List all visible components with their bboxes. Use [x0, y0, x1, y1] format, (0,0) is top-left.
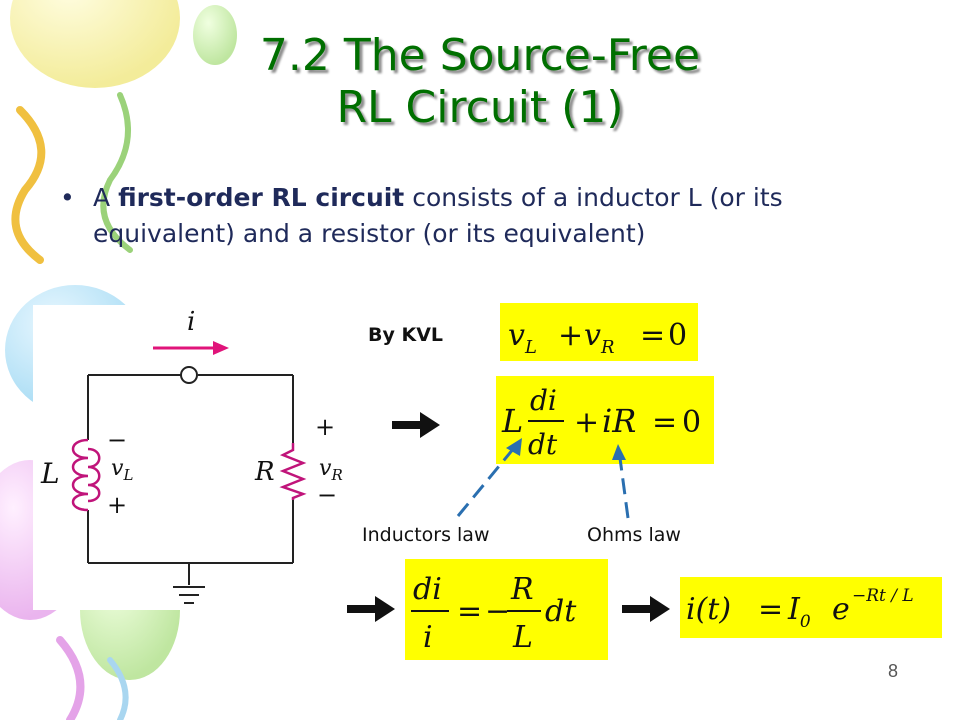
eq2-l: L: [501, 402, 523, 440]
eq4-equals: =: [758, 592, 783, 627]
equation-kvl-expanded: L di dt + iR = 0: [496, 376, 714, 464]
eq1-v2: v: [584, 318, 601, 353]
resistor-label: R: [254, 457, 275, 487]
resistor-minus: −: [317, 481, 337, 509]
law-pointers: [456, 438, 630, 519]
eq3-l: L: [512, 620, 533, 655]
slide-title: 7.2 The Source-Free RL Circuit (1): [130, 30, 830, 134]
right-arrow-icon: [622, 596, 670, 622]
eq3-dt: dt: [545, 594, 577, 629]
terminal-node: [180, 366, 198, 384]
eq1-equals: =: [640, 318, 665, 353]
ohms-law-label: Ohms law: [587, 524, 681, 546]
eq4-sub0: 0: [800, 612, 811, 632]
bullet-point: • A first-order RL circuit consists of a…: [60, 180, 890, 252]
svg-text:I0: I0: [787, 592, 811, 632]
title-line-1: 7.2 The Source-Free: [259, 30, 701, 81]
eq2-zero: 0: [682, 405, 701, 440]
eq4-e: e: [832, 592, 850, 627]
by-kvl-label: By KVL: [368, 324, 444, 346]
svg-text:vR: vR: [319, 456, 343, 484]
eq1-v: v: [508, 318, 525, 353]
eq4-i0: I: [787, 592, 801, 627]
right-arrow-icon: [347, 596, 395, 622]
bullet-bold-term: first-order RL circuit: [118, 183, 405, 212]
resistor-voltage-sub: R: [330, 466, 342, 484]
eq4-exponent: −Rt / L: [852, 586, 914, 606]
eq2-dt: dt: [528, 428, 558, 461]
current-arrow-icon: [153, 341, 229, 355]
ohms-law-pointer: [618, 457, 630, 519]
eq3-r: R: [510, 572, 534, 607]
eq2-plus: +: [574, 405, 599, 440]
ground-icon: [173, 586, 205, 604]
eq2-equals: =: [652, 405, 677, 440]
equation-solution: i(t) = I0 e −Rt / L: [680, 577, 942, 638]
bullet-marker: •: [60, 183, 75, 212]
rl-circuit-diagram: i L − vL + R + vR −: [33, 305, 358, 610]
inductor-voltage-sub: L: [122, 466, 133, 484]
inductor-plus: +: [107, 491, 127, 519]
current-label: i: [187, 307, 195, 337]
inductors-law-label: Inductors law: [362, 524, 490, 546]
eq1-sub-l: L: [524, 337, 537, 358]
resistor-voltage: v: [319, 456, 332, 481]
inductor-voltage: v: [111, 456, 124, 481]
eq1-plus: +: [558, 318, 583, 353]
equation-separated: di i = − R L dt: [405, 559, 608, 660]
inductor-label: L: [40, 457, 60, 490]
eq3-equals: =: [457, 594, 482, 629]
svg-text:vL: vL: [508, 318, 537, 358]
eq3-i: i: [423, 620, 433, 655]
inductor-icon: [71, 438, 101, 512]
svg-text:vR: vR: [584, 318, 615, 358]
page-number: 8: [888, 661, 899, 681]
equation-kvl: vL + vR = 0: [500, 303, 698, 361]
right-arrow-icon: [392, 412, 440, 438]
inductors-law-pointer: [456, 447, 516, 517]
inductor-minus: −: [107, 426, 127, 454]
eq4-lhs: i(t): [686, 592, 731, 627]
resistor-icon: [279, 443, 307, 500]
resistor-plus: +: [315, 413, 335, 441]
eq3-di: di: [413, 572, 442, 607]
bullet-text-rest: consists of a inductor L (or its equival…: [93, 183, 783, 248]
bullet-text-start: A: [93, 183, 119, 212]
eq1-zero: 0: [668, 318, 687, 353]
eq2-di: di: [530, 384, 557, 417]
svg-text:vL: vL: [111, 456, 133, 484]
eq1-sub-r: R: [600, 337, 615, 358]
eq2-ir: iR: [602, 402, 636, 440]
title-line-2: RL Circuit (1): [336, 82, 624, 133]
eq3-minus: −: [485, 594, 510, 629]
bullet-text: A first-order RL circuit consists of a i…: [93, 180, 890, 252]
